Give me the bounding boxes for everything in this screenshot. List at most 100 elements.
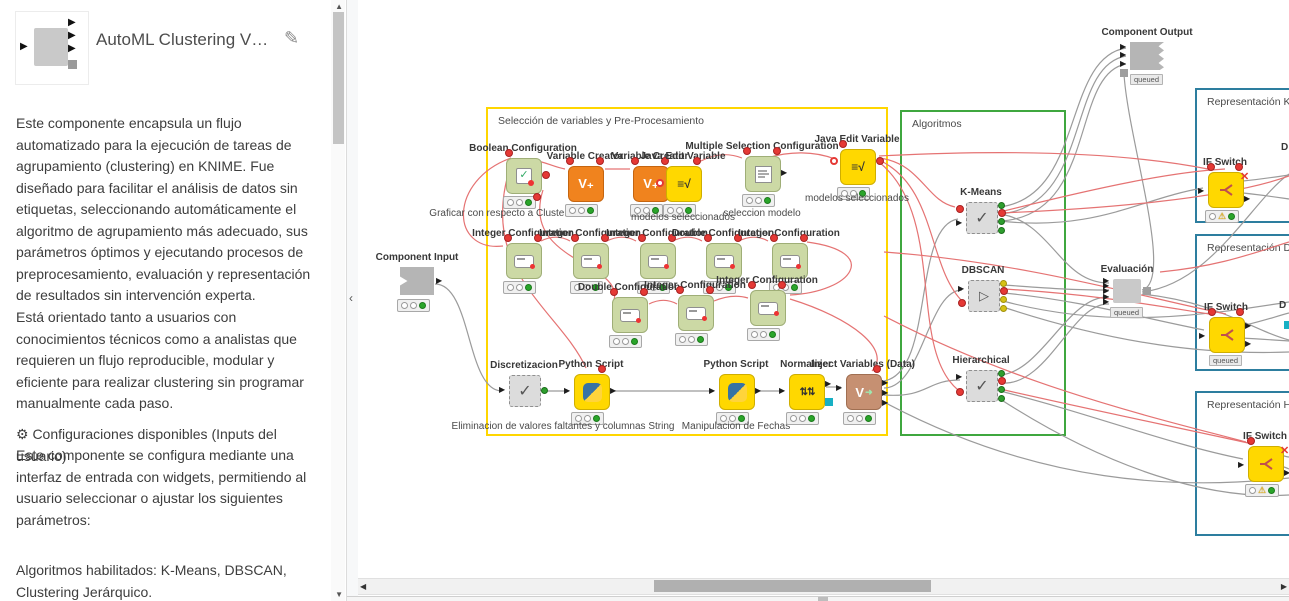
node-boolean-configuration[interactable]: Boolean Configuration✓Graficar con respe… bbox=[429, 143, 577, 219]
port-arrow-r: ▶ bbox=[1244, 194, 1251, 204]
node-component-input[interactable]: Component Input▶ bbox=[376, 252, 458, 312]
edit-title-pencil-icon[interactable]: ✎ bbox=[284, 28, 300, 48]
cutoff-node-label: D bbox=[1279, 300, 1287, 311]
traffic-light-ok bbox=[609, 335, 642, 348]
sidebar-scrollbar-thumb[interactable] bbox=[333, 12, 344, 144]
port-red-t bbox=[1234, 163, 1243, 171]
port-arrow-r: ▶ bbox=[882, 377, 889, 387]
port-arrow-l: ▶ bbox=[1198, 185, 1205, 195]
node-label-inject-variables-data: Inject Variables (Data) bbox=[811, 359, 915, 370]
node-python-script-1[interactable]: Python Script▶▶Eliminacion de valores fa… bbox=[452, 359, 675, 432]
port-red-t bbox=[1235, 308, 1244, 316]
discretizacion-icon: ✓ bbox=[509, 375, 541, 407]
traffic-light-warning: ⚠ bbox=[1205, 210, 1240, 223]
node-if-switch-hierarchical[interactable]: IF Switch▶▶⚠✕ bbox=[1238, 431, 1289, 497]
port-arrow-l: ▶ bbox=[956, 371, 963, 381]
hierarchical-icon: ✓ bbox=[966, 370, 998, 402]
node-if-switch-dbscan[interactable]: IF Switch▶▶▶queued bbox=[1199, 302, 1251, 366]
port-red-t bbox=[504, 234, 513, 242]
queued-badge: queued bbox=[1110, 307, 1144, 318]
port-red-t bbox=[770, 234, 779, 242]
multiple-selection-configuration-icon bbox=[745, 156, 781, 192]
component-icon-input-arrow: ▶ bbox=[20, 41, 28, 52]
node-label-if-switch-kmeans: IF Switch bbox=[1203, 157, 1247, 168]
node-label-integer-configuration-6: Integer Configuration bbox=[716, 275, 818, 286]
port-red-t bbox=[610, 288, 619, 296]
traffic-light-ok bbox=[837, 187, 870, 200]
port-red-t bbox=[704, 234, 713, 242]
port-red-r bbox=[542, 171, 550, 179]
node-component-output[interactable]: Component Output▶▶▶queued bbox=[1101, 27, 1193, 85]
node-integer-configuration-2[interactable]: Integer Configuration bbox=[539, 228, 641, 294]
component-output-icon bbox=[1130, 42, 1164, 70]
node-java-edit-variable-1[interactable]: Java Edit Variable≡√modelos seleccionado… bbox=[631, 151, 735, 223]
canvas-scroll-right-icon[interactable]: ▶ bbox=[1280, 582, 1287, 591]
node-normalizer[interactable]: Normalizer⇅⇅▶▶ bbox=[779, 359, 833, 425]
sidebar-scroll-down-icon[interactable]: ▼ bbox=[335, 590, 343, 599]
node-k-means[interactable]: K-Means✓▶ bbox=[956, 187, 1006, 234]
node-sublabel-multiple-selection-configuration: seleccion modelo bbox=[723, 208, 801, 219]
component-icon-out-arrow: ▶ bbox=[68, 30, 76, 41]
canvas-hscrollbar-track[interactable]: ◀ ▶ bbox=[358, 578, 1289, 595]
port-red-t bbox=[571, 234, 580, 242]
node-label-python-script-2: Python Script bbox=[703, 359, 769, 370]
node-label-component-output: Component Output bbox=[1101, 27, 1193, 38]
sidebar-scroll-up-icon[interactable]: ▲ bbox=[335, 2, 343, 11]
node-evaluacion[interactable]: Evaluación▶▶▶▶▶queued bbox=[1101, 264, 1153, 318]
traffic-light-ok bbox=[742, 194, 775, 207]
traffic-light-ok bbox=[747, 328, 780, 341]
node-if-switch-kmeans[interactable]: IF Switch▶▶⚠✕ bbox=[1198, 157, 1250, 223]
node-discretizacion[interactable]: Discretizacion✓▶ bbox=[490, 360, 558, 407]
k-means-icon: ✓ bbox=[966, 202, 998, 234]
port-arrow-l: ▶ bbox=[564, 386, 571, 395]
canvas-hscrollbar-thumb[interactable] bbox=[654, 580, 931, 592]
port-green-r bbox=[541, 386, 548, 394]
node-integer-configuration-3[interactable]: Integer Configuration bbox=[606, 228, 708, 294]
node-double-configuration-1[interactable]: Double Configuration bbox=[672, 228, 774, 294]
canvas-scroll-left-icon[interactable]: ◀ bbox=[360, 582, 367, 591]
traffic-light-ok bbox=[786, 412, 819, 425]
node-python-script-2[interactable]: Python Script▶▶Manipulacion de Fechas bbox=[682, 359, 790, 432]
node-label-variable-creator-1: Variable Creator bbox=[546, 151, 624, 162]
node-double-configuration-2[interactable]: Double Configuration bbox=[578, 282, 680, 348]
if-switch-hierarchical-icon bbox=[1248, 446, 1284, 482]
boolean-configuration-icon: ✓ bbox=[506, 158, 542, 194]
port-red-t bbox=[504, 149, 513, 157]
java-edit-variable-2-icon: ≡√ bbox=[840, 149, 876, 185]
port-red-t bbox=[639, 288, 648, 296]
variable-creator-1-icon: V₊ bbox=[568, 166, 604, 202]
node-integer-configuration-6[interactable]: Integer Configuration bbox=[716, 275, 818, 341]
component-input-icon bbox=[400, 267, 434, 295]
traffic-light-ok bbox=[663, 204, 696, 217]
sidebar-scrollbar-track[interactable] bbox=[331, 0, 345, 601]
port-arrow-l: ▶ bbox=[779, 386, 786, 395]
dbscan-icon: ▷ bbox=[968, 280, 1000, 312]
node-sublabel-java-edit-variable-1: modelos seleccionados bbox=[631, 212, 735, 223]
node-java-edit-variable-2[interactable]: Java Edit Variable ≡√ modelos seleccionado… bbox=[805, 134, 909, 204]
node-multiple-selection-configuration[interactable]: Multiple Selection Configuration▶selecci… bbox=[685, 141, 838, 219]
port-arrow-l: ▶ bbox=[709, 386, 716, 395]
node-integer-configuration-5[interactable]: Integer Configuration bbox=[644, 280, 746, 346]
double-configuration-1-icon bbox=[706, 243, 742, 279]
component-description-panel: ▶ ▶ ▶ ▶ AutoML Clustering V… ✎ Este comp… bbox=[0, 0, 347, 601]
node-label-boolean-configuration: Boolean Configuration bbox=[469, 143, 577, 154]
port-red-t bbox=[705, 286, 714, 294]
cutoff-node-label: D bbox=[1281, 142, 1289, 153]
collapse-panel-chevron-icon[interactable]: ‹ bbox=[349, 291, 353, 305]
node-sublabel-java-edit-variable-2: modelos seleccionados bbox=[805, 193, 909, 204]
node-dbscan[interactable]: DBSCAN▷▶ bbox=[958, 265, 1008, 312]
port-arrow-l: ▶ bbox=[1103, 297, 1110, 307]
integer-configuration-3-icon bbox=[640, 243, 676, 279]
workflow-canvas[interactable]: Selección de variables y Pre-Procesamien… bbox=[358, 0, 1289, 601]
component-icon: ▶ ▶ ▶ ▶ bbox=[16, 12, 88, 84]
node-hierarchical[interactable]: Hierarchical✓▶ bbox=[952, 355, 1010, 402]
node-integer-configuration-1[interactable]: Integer Configuration bbox=[472, 228, 574, 294]
node-integer-configuration-4[interactable]: Integer Configuration bbox=[738, 228, 840, 294]
node-label-java-edit-variable-2: Java Edit Variable bbox=[814, 134, 900, 145]
node-label-integer-configuration-4: Integer Configuration bbox=[738, 228, 840, 239]
port-arrow-l: ▶ bbox=[499, 385, 506, 394]
port-red-l bbox=[956, 204, 964, 213]
node-inject-variables-data[interactable]: Inject Variables (Data)V➜▶▶▶▶ bbox=[811, 359, 915, 425]
